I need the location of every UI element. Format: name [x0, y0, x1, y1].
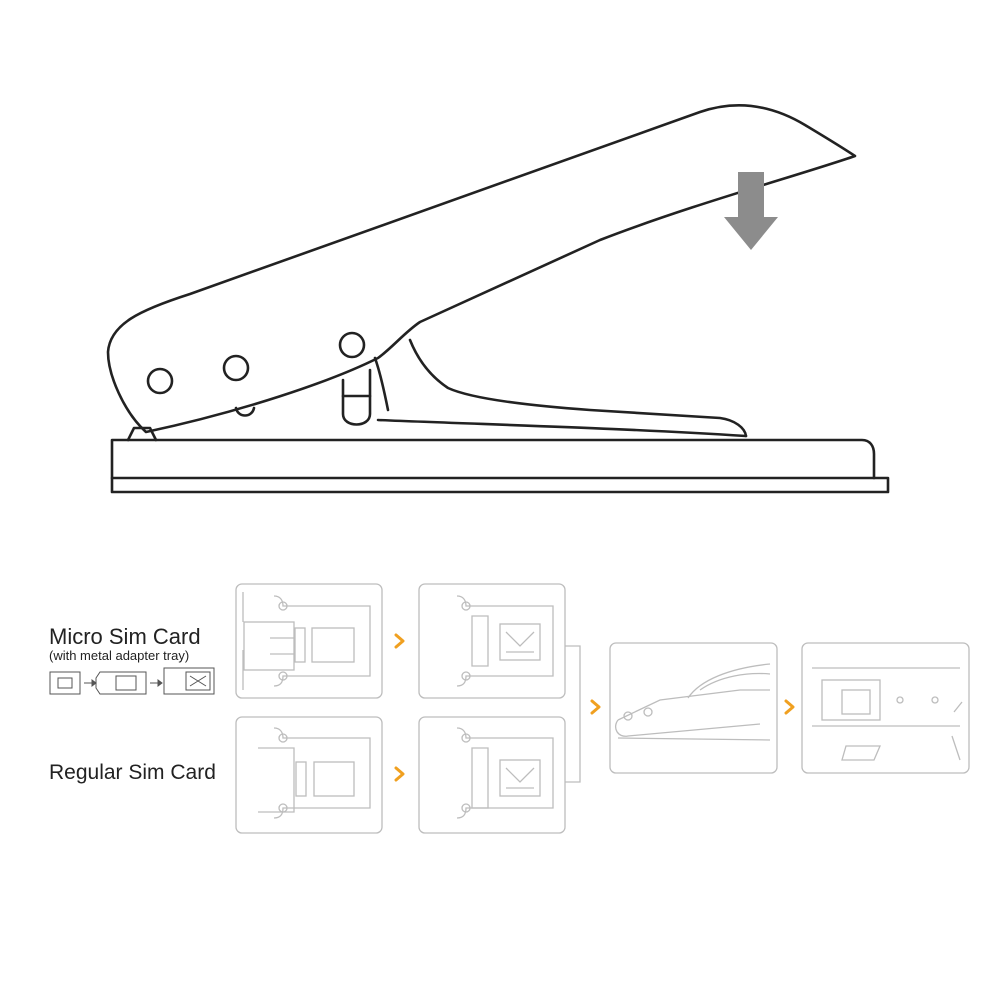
chevron-right-icon	[394, 766, 405, 782]
rivet-hole-1	[146, 367, 174, 395]
micro-sim-card-label: Micro Sim Card	[49, 624, 201, 649]
spring-nub	[234, 406, 256, 417]
micro-sim-icon-1	[49, 671, 81, 695]
chevron-right-icon	[590, 699, 601, 715]
step-arrows	[394, 633, 795, 782]
arrow-small-2	[157, 679, 163, 687]
step-panel-micro-1	[235, 583, 383, 699]
spring-post	[341, 368, 372, 426]
step-panel-regular-1	[235, 716, 383, 834]
rivet-hole-2	[222, 354, 250, 382]
regular-sim-card-label: Regular Sim Card	[49, 761, 216, 784]
cutter-jaw	[408, 338, 748, 438]
sim-cutter-illustration	[106, 104, 890, 494]
micro-sim-icon-2	[95, 671, 147, 695]
micro-sim-sequence	[49, 667, 215, 695]
step-panel-regular-2	[418, 716, 566, 834]
micro-sim-card-sublabel: (with metal adapter tray)	[49, 648, 190, 663]
cutter-body-front	[373, 356, 390, 412]
down-arrow-icon	[724, 172, 778, 250]
cutter-handle	[106, 104, 857, 434]
arrow-small-1	[91, 679, 97, 687]
step-panel-cutting	[609, 642, 778, 774]
micro-sim-icon-3	[163, 667, 215, 695]
cutter-jaw-inner	[376, 418, 748, 438]
chevron-right-icon	[784, 699, 795, 715]
cutter-base	[110, 438, 890, 494]
step-panel-micro-2	[418, 583, 566, 699]
step-panel-result	[801, 642, 970, 774]
merge-bracket	[565, 645, 581, 783]
rivet-hole-3	[338, 331, 366, 359]
chevron-right-icon	[394, 633, 405, 649]
